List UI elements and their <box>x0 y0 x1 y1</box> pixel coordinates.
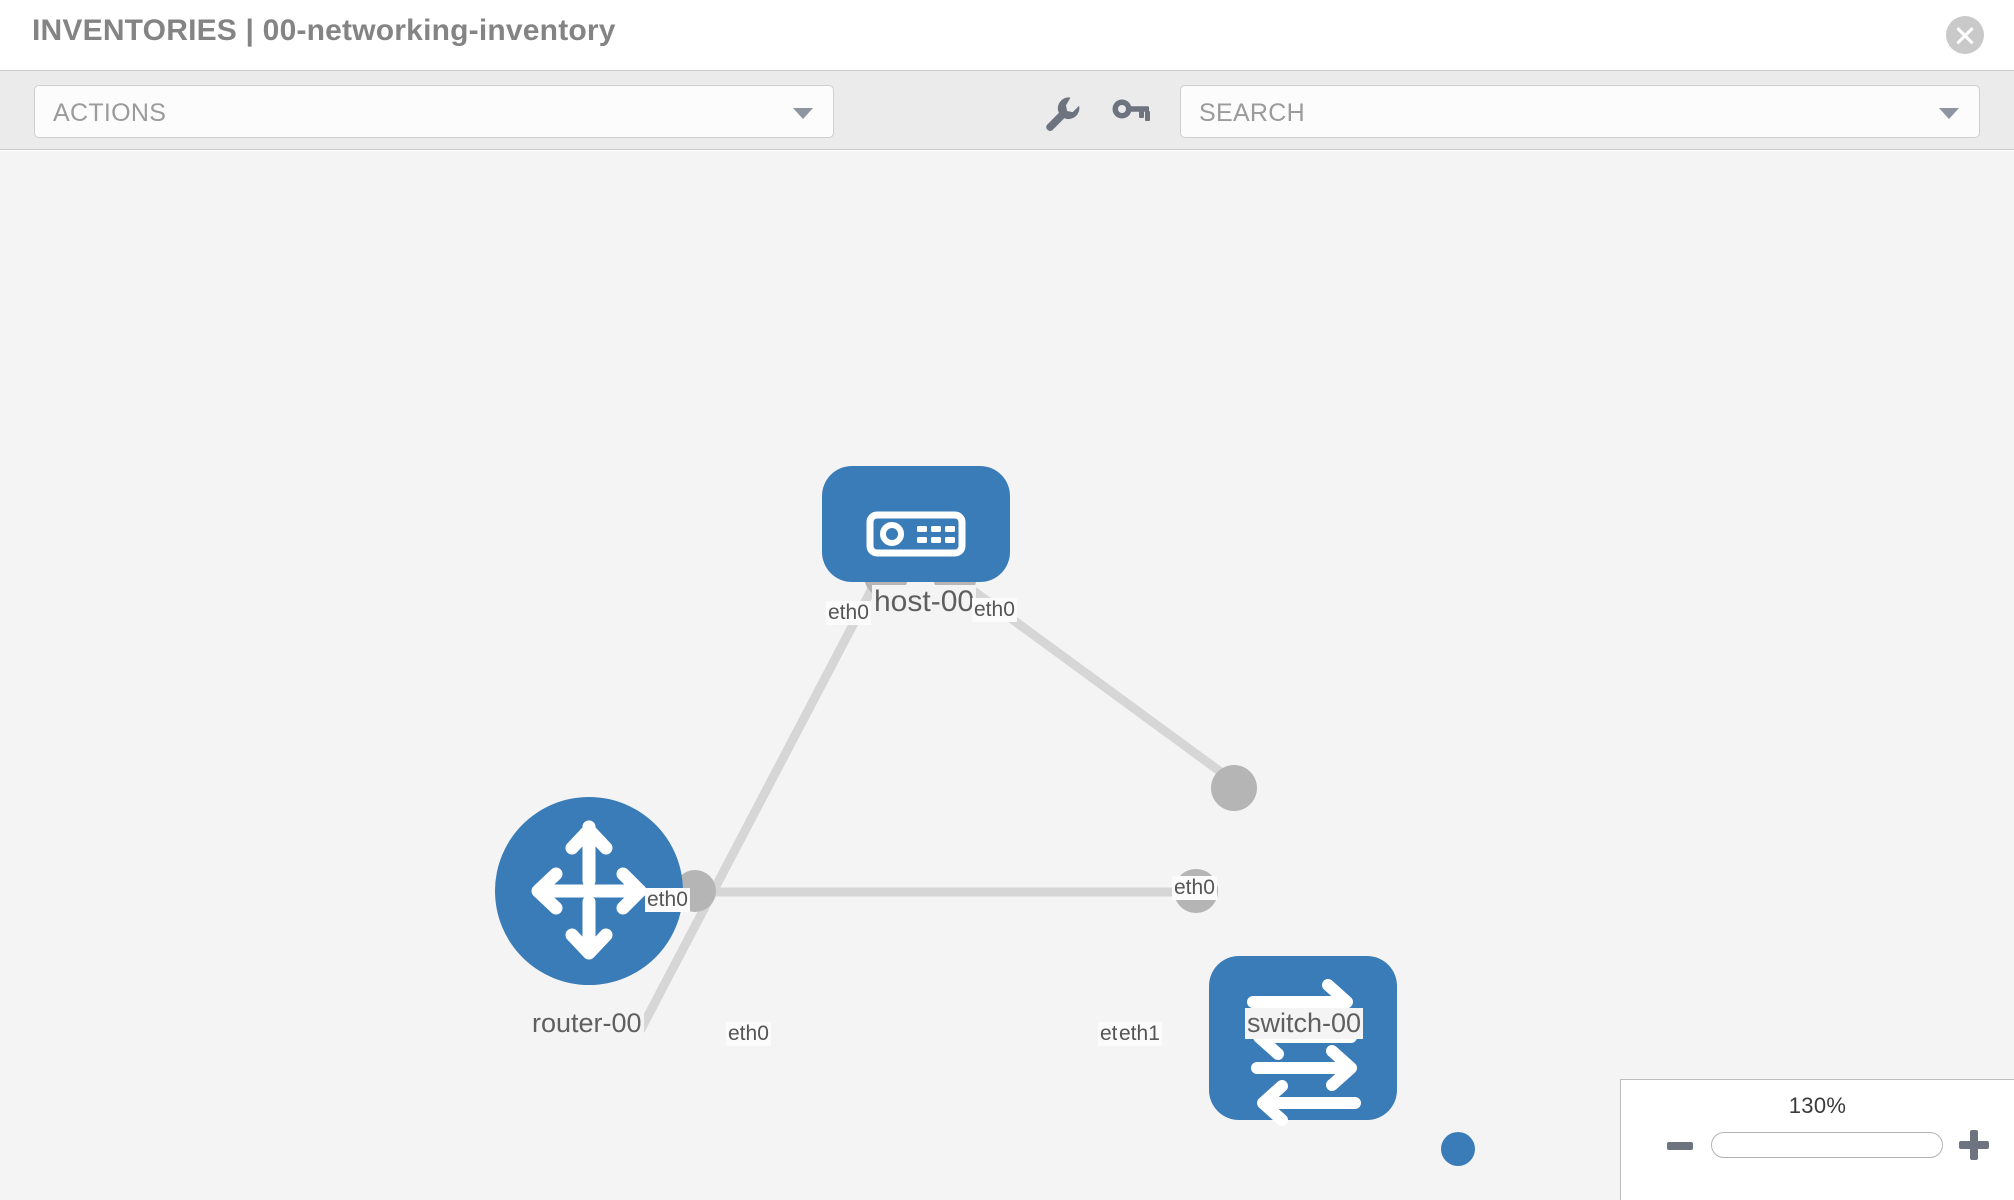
node-label-host-00: host-00 <box>872 585 977 619</box>
chevron-down-icon <box>793 108 813 119</box>
node-host-00[interactable] <box>822 466 1010 582</box>
zoom-control-panel: 130% <box>1620 1079 2014 1200</box>
close-icon[interactable] <box>1946 16 1984 54</box>
key-icon[interactable] <box>1108 93 1152 133</box>
wrench-icon[interactable] <box>1040 93 1084 133</box>
actions-dropdown[interactable]: ACTIONS <box>34 85 834 138</box>
edge-label-host-left: eth0 <box>826 601 871 625</box>
link-layer <box>636 577 1247 1034</box>
zoom-slider-thumb[interactable] <box>1441 1132 1475 1166</box>
port-switch-top <box>1211 765 1257 811</box>
router-arrows-icon <box>531 820 647 960</box>
edge-label-router-uplink: eth0 <box>645 888 690 912</box>
node-label-router-00: router-00 <box>530 1008 644 1039</box>
title-bar: INVENTORIES | 00-networking-inventory <box>0 0 2014 70</box>
actions-dropdown-label: ACTIONS <box>53 99 167 127</box>
topology-graph <box>495 466 1397 1126</box>
toolbar: ACTIONS SEARCH <box>0 70 2014 150</box>
topology-canvas[interactable]: host-00 router-00 switch-00 eth0 eth0 et… <box>0 151 2014 1200</box>
search-placeholder: SEARCH <box>1199 99 1305 127</box>
edge-label-router-right: eth0 <box>726 1022 771 1046</box>
node-label-switch-00: switch-00 <box>1245 1008 1364 1039</box>
chevron-down-icon[interactable] <box>1939 108 1959 119</box>
search-input[interactable]: SEARCH <box>1180 85 1980 138</box>
zoom-slider[interactable] <box>1711 1132 1943 1158</box>
edge-label-host-right: eth0 <box>972 598 1017 622</box>
page-title: INVENTORIES | 00-networking-inventory <box>32 14 616 47</box>
link-host-router <box>636 578 880 1034</box>
server-icon <box>866 511 966 557</box>
minus-icon[interactable] <box>1667 1142 1693 1150</box>
edge-label-switch-uplink: eth0 <box>1172 876 1217 900</box>
plus-icon[interactable] <box>1959 1130 1989 1160</box>
zoom-percent-label: 130% <box>1788 1093 1847 1118</box>
edge-label-switch-left-b: eth1 <box>1117 1022 1162 1046</box>
node-router-00[interactable] <box>495 797 683 985</box>
